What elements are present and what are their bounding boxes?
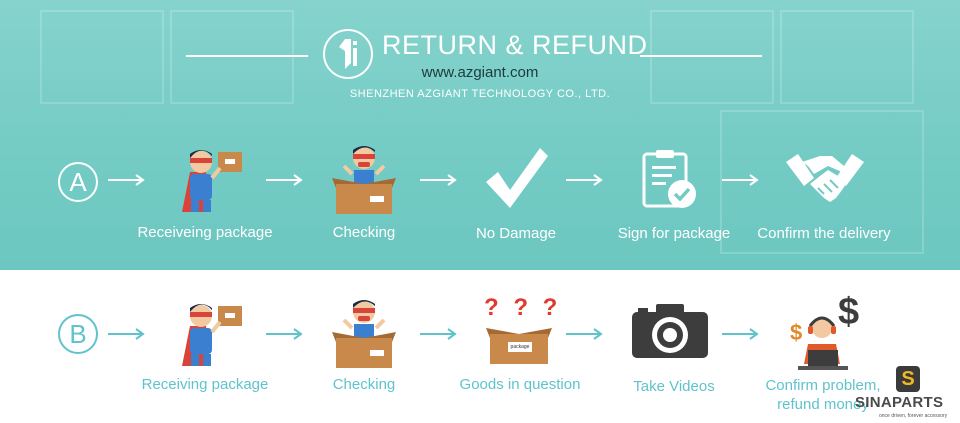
step-label: Take Videos: [633, 378, 715, 395]
handshake-icon: [786, 154, 864, 202]
header-line-left: [186, 55, 308, 57]
logo-icon: [323, 29, 373, 79]
step-label: Checking: [332, 376, 396, 393]
step-label: Receiving package: [141, 376, 269, 393]
arrow-icon: [266, 328, 303, 340]
box-label: package: [510, 344, 530, 350]
step-label-multiline: Confirm problem, refund money: [748, 376, 898, 414]
step-label-line: Confirm problem,: [765, 377, 881, 394]
window-frame-decoration: [720, 110, 924, 254]
support-agent-dollar-icon: $ $: [790, 291, 859, 370]
step-label-line: refund money: [777, 396, 869, 413]
camera-icon: [632, 304, 708, 358]
step-label: Goods in question: [459, 376, 581, 393]
superhero-with-box-icon: [182, 150, 242, 212]
step-label: Checking: [332, 224, 396, 241]
step-label: Confirm the delivery: [757, 225, 891, 242]
brand-logo-letter: S: [901, 368, 915, 390]
superhero-in-box-icon: [332, 300, 396, 368]
arrow-icon: [108, 174, 145, 186]
row-b-label: B: [58, 314, 98, 354]
box-question-icon: ? ? ? package: [484, 294, 562, 368]
website-url: www.azgiant.com: [421, 64, 539, 81]
arrow-icon: [722, 328, 759, 340]
superhero-in-box-icon: [332, 146, 396, 214]
window-frame-decoration: [170, 10, 294, 104]
arrow-icon: [566, 174, 603, 186]
svg-text:$: $: [838, 291, 859, 333]
company-name: SHENZHEN AZGIANT TECHNOLOGY CO., LTD.: [349, 88, 611, 100]
step-label: Receiveing package: [137, 224, 273, 241]
arrow-icon: [566, 328, 603, 340]
brand-tagline: once driven, forever accessory: [879, 413, 948, 419]
header-line-right: [640, 55, 762, 57]
arrow-icon: [420, 328, 457, 340]
window-frame-decoration: [780, 10, 914, 104]
superhero-with-box-icon: [182, 304, 242, 366]
arrow-icon: [420, 174, 457, 186]
top-banner: RETURN & REFUND www.azgiant.com SHENZHEN…: [0, 0, 960, 270]
clipboard-check-icon: [642, 150, 696, 208]
checkmark-icon: [486, 148, 548, 208]
step-label: No Damage: [475, 225, 557, 242]
arrow-icon: [266, 174, 303, 186]
row-a-label: A: [58, 162, 98, 202]
window-frame-decoration: [40, 10, 164, 104]
step-label: Sign for package: [617, 225, 731, 242]
window-frame-decoration: [650, 10, 774, 104]
question-marks: ? ? ?: [484, 294, 562, 321]
svg-text:$: $: [790, 320, 802, 345]
arrow-icon: [722, 174, 759, 186]
page-title: RETURN & REFUND: [382, 30, 648, 60]
brand-logo-icon: S: [896, 366, 920, 392]
arrow-icon: [108, 328, 145, 340]
brand-name: SINAPARTS: [855, 394, 944, 411]
